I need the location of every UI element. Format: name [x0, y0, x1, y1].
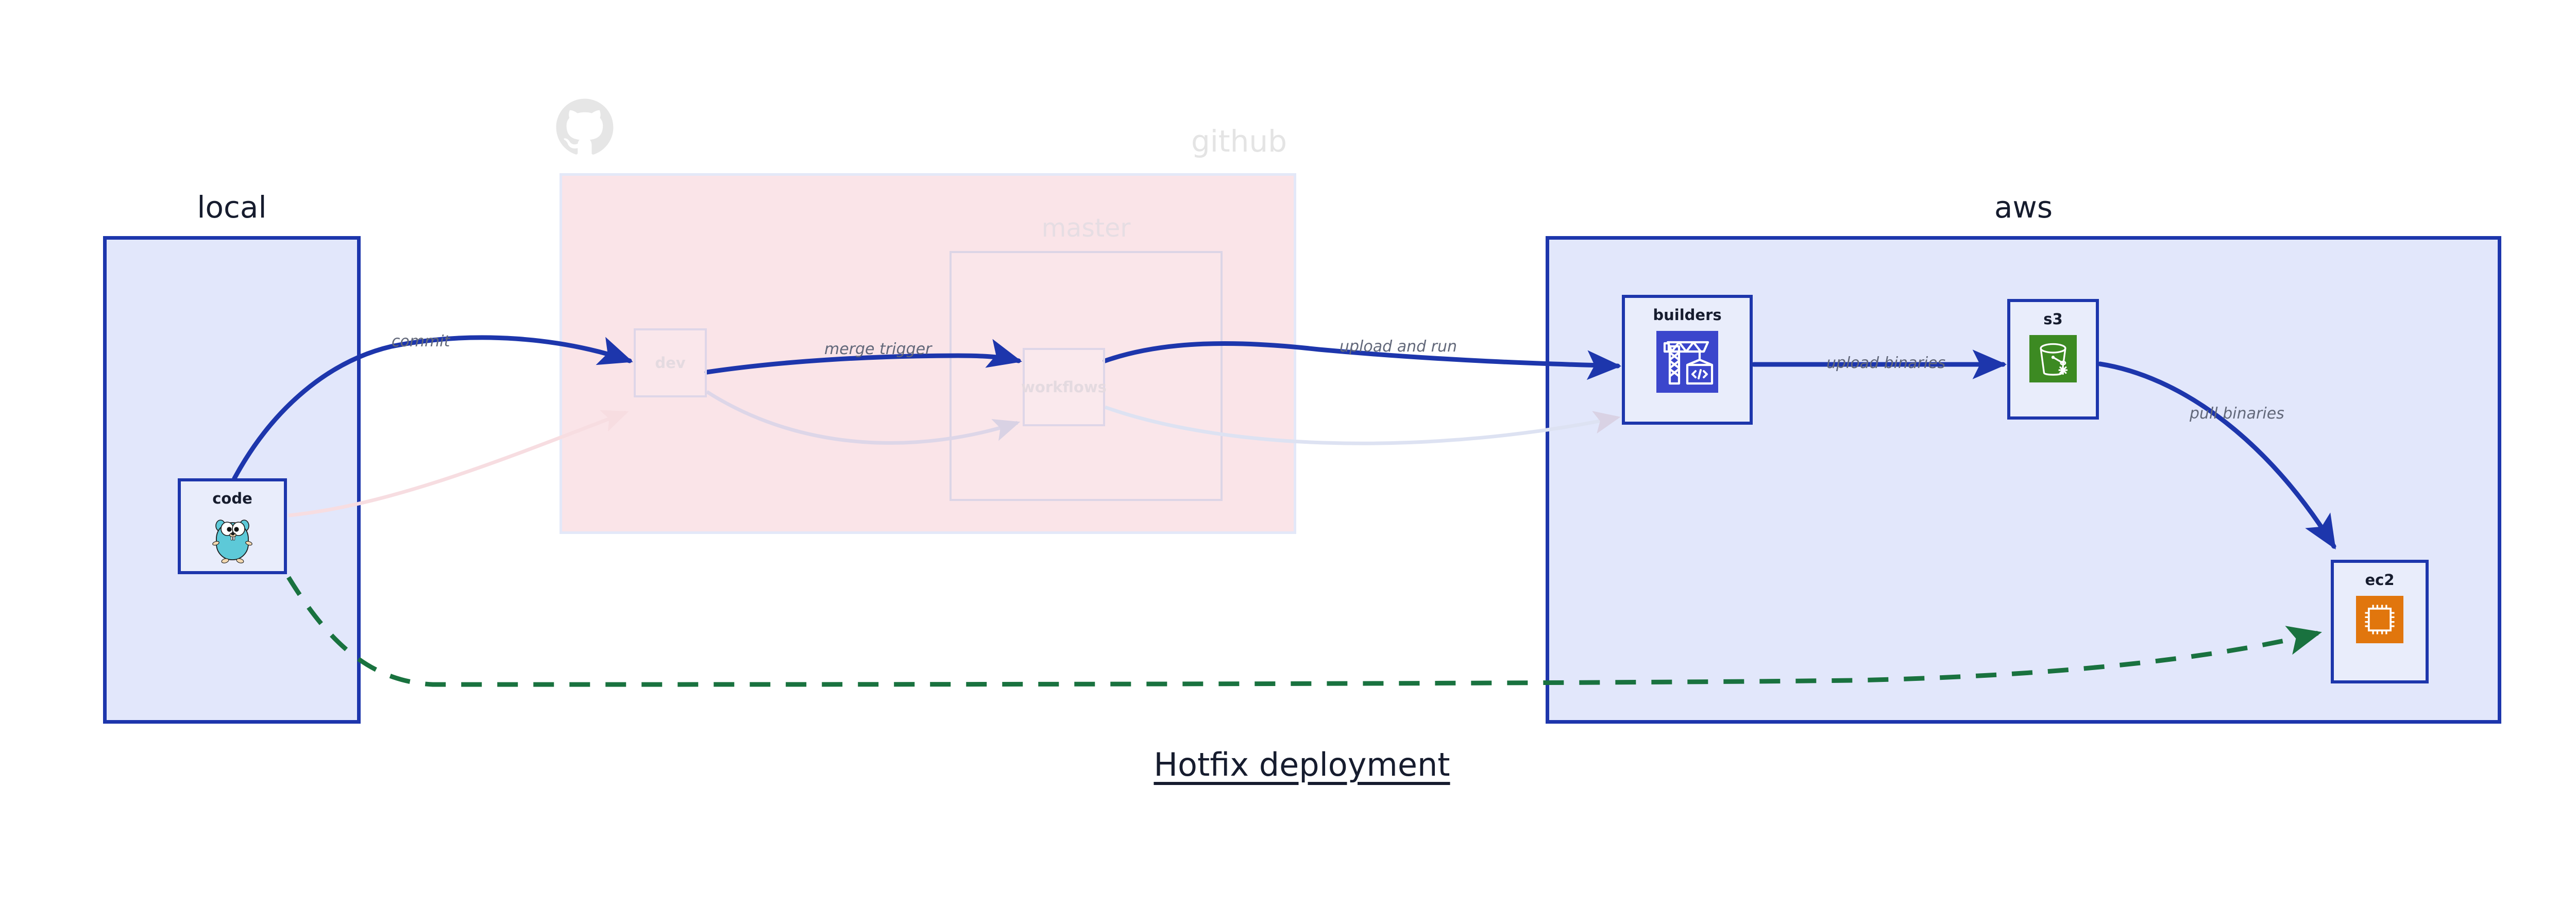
edge-label-commit: commit — [392, 332, 450, 350]
node-s3[interactable]: s3 — [2007, 299, 2099, 420]
edge-label-upload-and-run: upload and run — [1340, 338, 1458, 356]
container-master[interactable] — [950, 251, 1223, 501]
node-ec2[interactable]: ec2 — [2331, 560, 2429, 683]
container-label-aws: aws — [1994, 190, 2053, 225]
s3-bucket-icon — [2029, 335, 2077, 382]
diagram-title: Hotfix deployment — [1154, 746, 1450, 783]
crane-code-icon — [1656, 331, 1718, 393]
go-gopher-icon — [212, 520, 252, 563]
edge-label-merge-trigger: merge trigger — [824, 340, 932, 358]
node-title-builders: builders — [1653, 306, 1722, 324]
cpu-chip-icon — [2356, 596, 2403, 643]
node-dev[interactable]: dev — [634, 328, 707, 397]
node-title-code: code — [212, 490, 252, 507]
node-code[interactable]: code — [178, 478, 287, 574]
node-title-s3: s3 — [2043, 310, 2063, 328]
container-label-local: local — [197, 190, 267, 225]
node-title-dev: dev — [655, 354, 686, 372]
node-workflows[interactable]: workflows — [1021, 348, 1107, 426]
edge-label-upload-binaries: upload binaries — [1826, 354, 1946, 372]
node-title-workflows: workflows — [1021, 378, 1107, 396]
container-label-master: master — [1041, 213, 1131, 243]
edge-label-pull-binaries: pull binaries — [2190, 405, 2284, 423]
container-label-github: github — [1191, 124, 1287, 159]
node-builders[interactable]: builders — [1622, 295, 1753, 425]
github-octocat-icon — [556, 98, 614, 155]
node-title-ec2: ec2 — [2365, 571, 2395, 589]
